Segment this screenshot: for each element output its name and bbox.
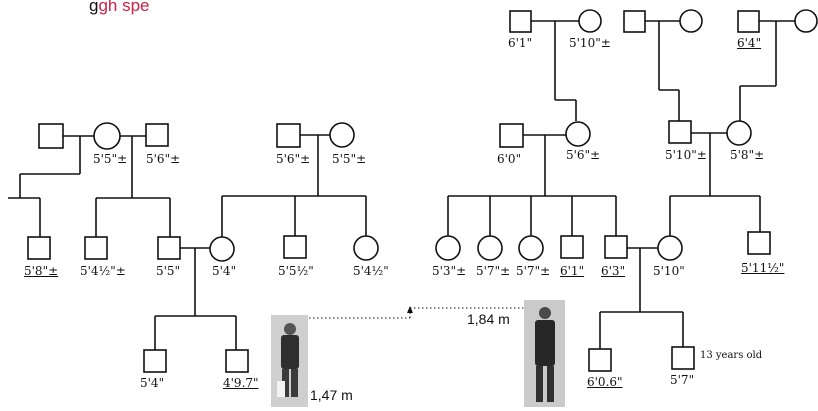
g3-male-b <box>84 236 108 260</box>
g3-father-left <box>157 236 181 260</box>
g3-male-c <box>283 235 307 259</box>
g4-male-d <box>671 346 695 370</box>
title-prefix: g <box>89 0 99 15</box>
label-g2-female-right2: 5'8"± <box>730 148 765 162</box>
g3-female-g <box>518 235 544 261</box>
label-g2-female-left: 5'5"± <box>93 152 128 166</box>
measurement-left: 1,47 m <box>310 387 353 403</box>
label-g3-i: 5'11½" <box>741 261 785 275</box>
label-g3-mother: 5'4" <box>212 264 237 278</box>
label-g1-male-left: 6'1" <box>508 36 533 50</box>
g1-male-1 <box>509 10 532 33</box>
label-g4-d: 5'7" <box>670 373 695 387</box>
g1-male-2 <box>623 10 646 33</box>
label-g3-h: 6'1" <box>560 264 585 278</box>
label-g1-female-mid: 5'10"± <box>569 36 611 50</box>
label-g3-mother2: 5'10" <box>653 264 685 278</box>
label-g4-a: 5'4" <box>140 376 165 390</box>
label-g3-b: 5'4½"± <box>80 264 126 278</box>
g1-female-1 <box>578 9 602 33</box>
g2-female-mid <box>329 122 355 148</box>
g2-female-right2 <box>726 120 752 146</box>
label-g1-male-right: 6'4" <box>737 36 762 50</box>
label-g4-b: 4'9.7" <box>223 376 259 390</box>
label-g4-c: 6'0.6" <box>587 375 623 389</box>
g2-female-left <box>93 122 121 150</box>
g3-female-e <box>435 235 461 261</box>
g2-male-right1 <box>499 123 524 148</box>
g4-male-b <box>225 349 249 373</box>
label-g2-male-left: 5'6"± <box>146 152 181 166</box>
label-g3-c: 5'5½" <box>278 264 314 278</box>
g3-male-a <box>27 236 51 260</box>
label-g2-male-right1: 6'0" <box>497 152 522 166</box>
label-g3-g: 5'7"± <box>516 264 551 278</box>
g3-female-d <box>353 235 379 261</box>
label-g3-father: 5'5" <box>156 264 181 278</box>
g3-male-h <box>560 235 584 259</box>
g2-male-left <box>38 123 64 149</box>
label-g3-a: 5'8"± <box>24 264 59 278</box>
label-g3-e: 5'3"± <box>432 264 467 278</box>
g3-father-right <box>604 235 628 259</box>
photo-boy-left <box>271 315 308 407</box>
label-g3-father2: 6'3" <box>601 264 626 278</box>
label-g2-female-mid: 5'5"± <box>332 152 367 166</box>
g2-male-left2 <box>145 123 169 147</box>
g4-male-c <box>588 348 612 372</box>
g2-male-right2 <box>668 120 692 144</box>
g3-female-f <box>477 235 503 261</box>
g3-mother-left <box>209 236 235 262</box>
label-g2-male-mid: 5'6"± <box>276 152 311 166</box>
label-g3-d: 5'4½" <box>353 264 389 278</box>
label-age-note: 13 years old <box>700 350 763 361</box>
g2-male-mid <box>276 123 301 148</box>
g1-male-3 <box>737 10 760 33</box>
title-highlight: gh spe <box>98 0 150 15</box>
g1-female-3 <box>794 9 818 33</box>
measurement-right: 1,84 m <box>467 311 510 327</box>
g3-mother-right <box>657 235 683 261</box>
photo-boy-right <box>524 300 565 407</box>
g4-male-a <box>143 349 167 373</box>
g1-female-2 <box>679 9 703 33</box>
title-text: ggh spe <box>89 0 150 16</box>
g2-female-right1 <box>565 121 591 147</box>
dotted-line-arrowhead <box>407 306 413 313</box>
label-g2-male-right2: 5'10"± <box>665 148 707 162</box>
label-g3-f: 5'7"± <box>476 264 511 278</box>
g3-male-i <box>747 231 771 255</box>
label-g2-female-right1: 5'6"± <box>566 148 601 162</box>
